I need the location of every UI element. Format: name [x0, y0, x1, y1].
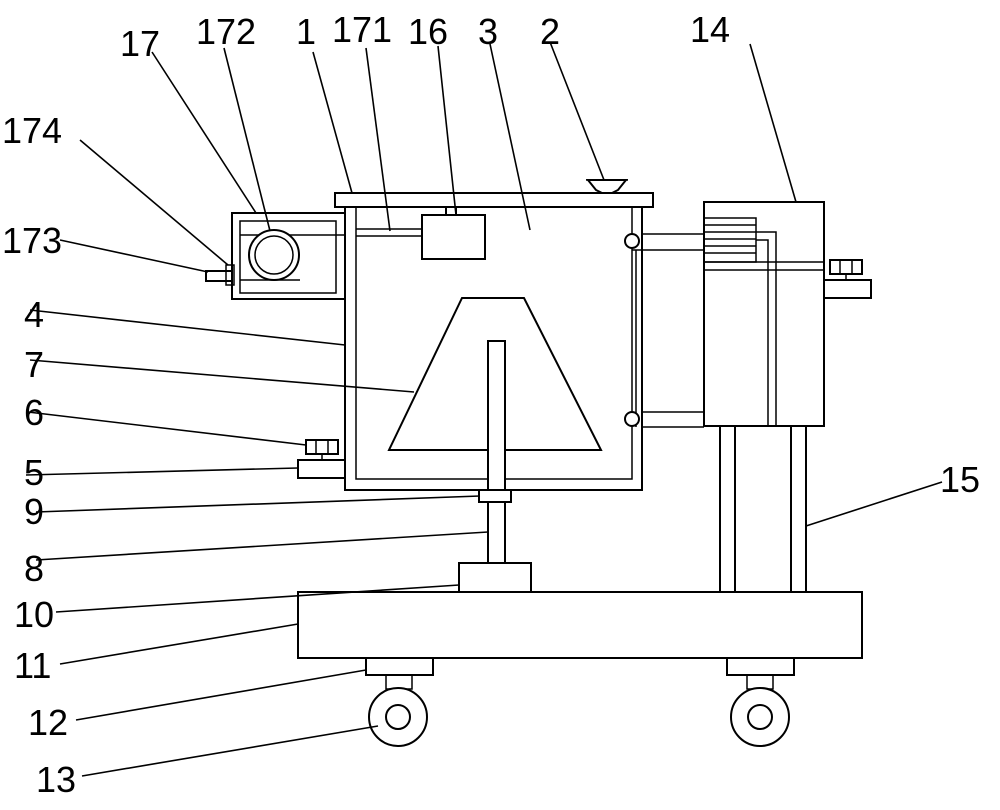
label-14: 14 [690, 9, 730, 50]
support-leg-left [719, 425, 736, 593]
label-3: 3 [478, 11, 498, 52]
valve-knob [305, 439, 339, 455]
label-16: 16 [408, 11, 448, 52]
hinge-top [624, 233, 640, 249]
support-leg-right [790, 425, 807, 593]
lower-shaft [487, 501, 506, 564]
drawing [205, 179, 872, 747]
wheel-mount-right [726, 657, 795, 676]
label-17: 17 [120, 23, 160, 64]
label-8: 8 [24, 548, 44, 589]
coupling [478, 489, 512, 503]
pump-outlet-nozzle [205, 270, 233, 282]
leader-lines [25, 41, 943, 777]
right-outlet-pipe [823, 279, 872, 299]
label-5: 5 [24, 452, 44, 493]
label-15: 15 [940, 459, 980, 500]
label-172: 172 [196, 11, 256, 52]
label-2: 2 [540, 11, 560, 52]
label-171: 171 [332, 9, 392, 50]
column-housing [703, 201, 825, 427]
hinge-bottom [624, 411, 640, 427]
label-9: 9 [24, 491, 44, 532]
part-labels: 1 2 3 4 5 6 7 8 9 10 11 12 13 14 15 16 1… [2, 9, 980, 800]
funnel-inlet [585, 179, 629, 194]
pump-ring-outer [248, 229, 300, 281]
motor-block [458, 562, 532, 593]
central-shaft [487, 340, 506, 491]
label-10: 10 [14, 594, 54, 635]
label-13: 13 [36, 759, 76, 800]
label-11: 11 [14, 645, 51, 686]
top-lid [334, 192, 654, 208]
outlet-pipe [297, 459, 346, 479]
base-platform [297, 591, 863, 659]
label-12: 12 [28, 702, 68, 743]
label-174: 174 [2, 110, 62, 151]
right-valve-knob [829, 259, 863, 275]
label-7: 7 [24, 344, 44, 385]
pump-ring-inner [254, 235, 294, 275]
pump-housing-inner [239, 220, 337, 294]
label-4: 4 [24, 294, 44, 335]
label-1: 1 [296, 11, 316, 52]
label-6: 6 [24, 392, 44, 433]
wheel-mount-left [365, 657, 434, 676]
label-173: 173 [2, 220, 62, 261]
drive-box [421, 214, 486, 260]
